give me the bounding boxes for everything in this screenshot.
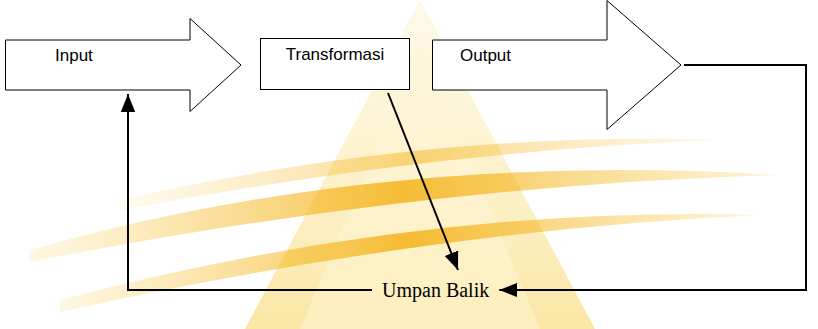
node-text: Transformasi [261,45,409,65]
block-arrow-shape [5,18,242,112]
watermark-swoosh [60,214,760,312]
feedback-arrow [499,65,806,290]
feedback-arrow [128,94,372,290]
node-text: Output [460,46,682,66]
input-arrow: Input [5,18,242,112]
output-arrow: Output [432,0,682,130]
process-box: Transformasi [260,38,410,90]
node-text: Umpan Balik [382,278,489,302]
feedback-arrow [388,93,458,270]
node-text: Input [55,46,242,66]
block-arrow-outline [433,1,682,130]
feedback-label: Umpan Balik [378,276,493,304]
block-arrow-outline [6,19,242,112]
